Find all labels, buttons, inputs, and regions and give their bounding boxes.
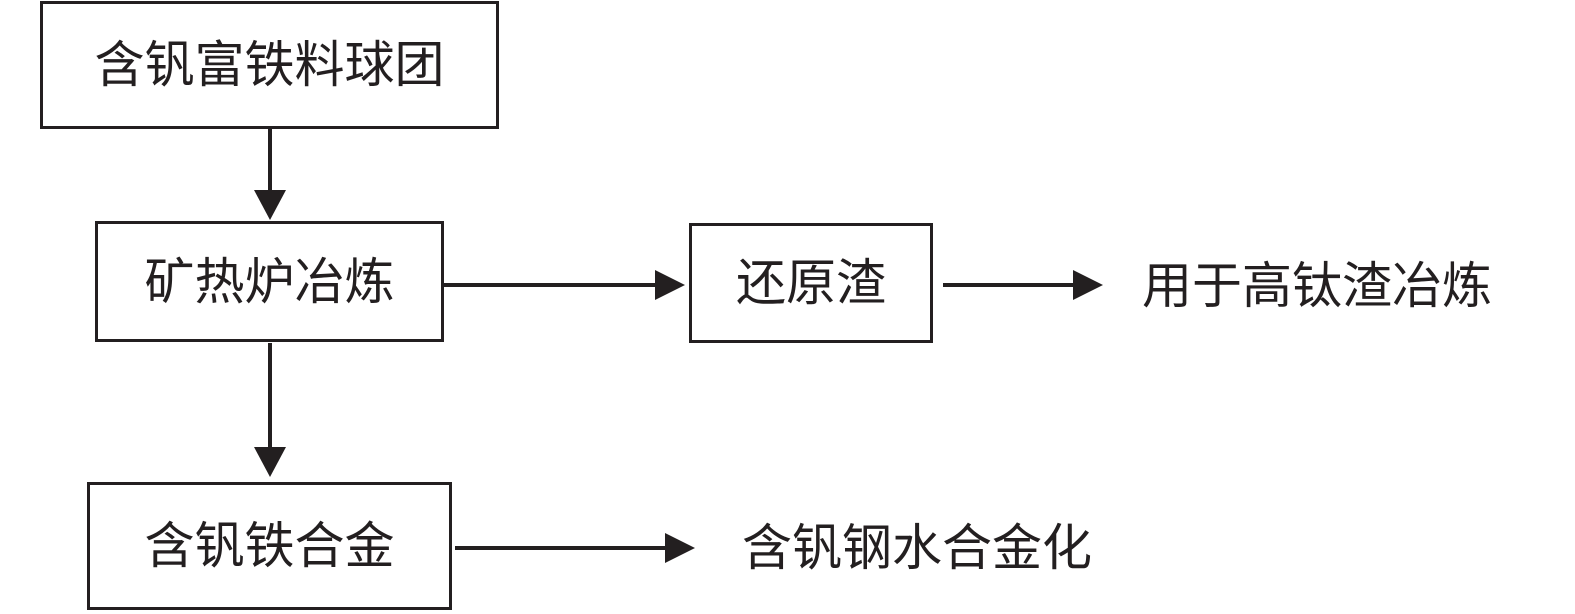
arrow-smelting-to-slag xyxy=(443,270,685,300)
arrow-alloy-to-use xyxy=(455,533,695,563)
node-alloy-label: 含钒铁合金 xyxy=(144,517,395,575)
node-pellets-label: 含钒富铁料球团 xyxy=(94,36,445,94)
output-slag-use: 用于高钛渣冶炼 xyxy=(1142,257,1492,315)
arrow-smelting-to-alloy xyxy=(254,343,286,477)
arrow-pellets-to-smelting xyxy=(254,128,286,220)
node-smelting: 矿热炉冶炼 xyxy=(95,221,444,342)
node-pellets: 含钒富铁料球团 xyxy=(40,1,499,129)
node-smelting-label: 矿热炉冶炼 xyxy=(144,252,395,311)
node-slag-label: 还原渣 xyxy=(736,254,886,312)
arrow-slag-to-use xyxy=(943,270,1103,300)
node-slag: 还原渣 xyxy=(689,223,933,343)
output-alloy-use: 含钒钢水合金化 xyxy=(742,519,1092,577)
node-alloy: 含钒铁合金 xyxy=(87,482,452,610)
